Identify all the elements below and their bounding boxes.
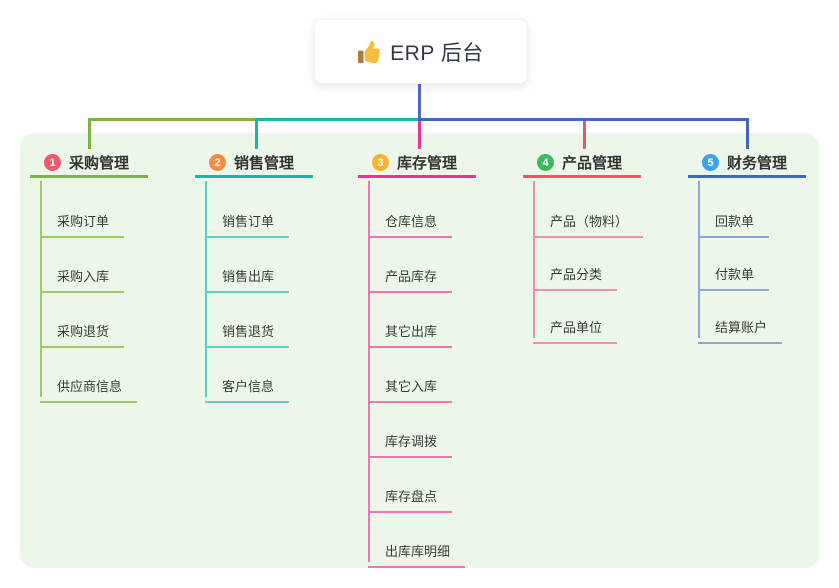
branch-title: 财务管理 [727,155,788,172]
child-node[interactable]: 其它入库 [368,365,453,403]
child-node[interactable]: 产品库存 [368,255,453,293]
branch-number-badge: 4 [537,154,554,171]
child-node[interactable]: 产品（物料） [533,200,644,238]
child-label: 客户信息 [222,379,275,394]
child-label: 回款单 [715,214,755,229]
child-label: 采购订单 [57,214,110,229]
child-label: 库存盘点 [385,489,438,504]
child-label: 其它出库 [385,324,438,339]
child-node[interactable]: 采购退货 [40,310,125,348]
branch-header-5[interactable]: 5 财务管理 [688,150,806,178]
branch-children-connector [368,181,370,562]
child-node[interactable]: 回款单 [698,200,770,238]
child-label: 产品库存 [385,269,438,284]
branch-number-badge: 5 [702,154,719,171]
child-node[interactable]: 库存调拨 [368,420,453,458]
branch-children-connector [205,181,207,397]
child-label: 销售出库 [222,269,275,284]
child-label: 销售退货 [222,324,275,339]
branch-number-badge: 3 [372,154,389,171]
bus-segment [88,118,256,121]
child-label: 产品单位 [550,320,603,335]
child-label: 产品（物料） [550,214,629,229]
child-node[interactable]: 供应商信息 [40,365,138,403]
root-title: ERP 后台 [390,41,484,65]
branch-children-connector [698,181,700,338]
child-label: 销售订单 [222,214,275,229]
child-label: 结算账户 [715,320,768,335]
branch-header-2[interactable]: 2 销售管理 [195,150,313,178]
root-connector [418,82,421,121]
branch-header-3[interactable]: 3 库存管理 [358,150,476,178]
mindmap-panel [20,133,819,568]
branch-header-1[interactable]: 1 采购管理 [30,150,148,178]
child-node[interactable]: 客户信息 [205,365,290,403]
branch-number-badge: 1 [44,154,61,171]
child-node[interactable]: 销售订单 [205,200,290,238]
branch-title: 采购管理 [69,155,130,172]
child-node[interactable]: 采购订单 [40,200,125,238]
child-label: 仓库信息 [385,214,438,229]
child-node[interactable]: 采购入库 [40,255,125,293]
child-label: 付款单 [715,267,755,282]
branch-drop-connector [255,118,258,149]
child-node[interactable]: 销售出库 [205,255,290,293]
child-node[interactable]: 其它出库 [368,310,453,348]
branch-children-connector [533,181,535,338]
child-node[interactable]: 出库库明细 [368,530,466,568]
child-node[interactable]: 产品单位 [533,306,618,344]
child-node[interactable]: 产品分类 [533,253,618,291]
branch-title: 库存管理 [397,155,458,172]
child-label: 采购入库 [57,269,110,284]
root-node[interactable]: ERP 后台 [314,19,528,84]
child-node[interactable]: 付款单 [698,253,770,291]
bus-segment [255,118,420,121]
child-label: 采购退货 [57,324,110,339]
branch-drop-connector [583,121,586,149]
branch-drop-connector [746,118,749,149]
child-label: 库存调拨 [385,434,438,449]
thumbs-up-icon [358,40,381,63]
branch-children-connector [40,181,42,397]
bus-segment [418,118,749,121]
branch-title: 产品管理 [562,155,623,172]
branch-drop-connector [88,118,91,149]
child-label: 出库库明细 [385,544,451,559]
branch-title: 销售管理 [234,155,295,172]
child-label: 供应商信息 [57,379,123,394]
child-node[interactable]: 结算账户 [698,306,783,344]
child-node[interactable]: 销售退货 [205,310,290,348]
child-node[interactable]: 仓库信息 [368,200,453,238]
child-label: 产品分类 [550,267,603,282]
branch-drop-connector [418,121,421,149]
branch-number-badge: 2 [209,154,226,171]
branch-header-4[interactable]: 4 产品管理 [523,150,641,178]
child-node[interactable]: 库存盘点 [368,475,453,513]
child-label: 其它入库 [385,379,438,394]
